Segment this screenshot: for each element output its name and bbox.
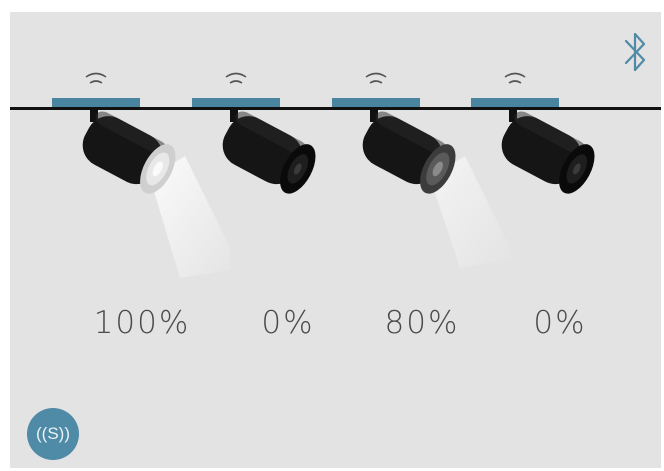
track-adapter-1 bbox=[52, 98, 140, 107]
track-rail bbox=[10, 107, 661, 110]
light-beam bbox=[430, 156, 510, 268]
light-4-level: 0% bbox=[533, 305, 587, 341]
wifi-signal-icon bbox=[504, 72, 526, 84]
control-panel bbox=[10, 12, 661, 468]
track-adapter-4 bbox=[471, 98, 559, 107]
track-light-3[interactable] bbox=[350, 108, 510, 278]
light-1-level: 100% bbox=[93, 305, 191, 341]
scene-s-icon: ((S)) bbox=[36, 424, 70, 443]
light-beam bbox=[150, 156, 230, 278]
track-adapter-3 bbox=[332, 98, 420, 107]
wifi-signal-icon bbox=[85, 72, 107, 84]
bluetooth-icon[interactable] bbox=[620, 28, 650, 78]
light-2-level: 0% bbox=[261, 305, 315, 341]
track-light-4[interactable] bbox=[489, 108, 649, 278]
track-light-2[interactable] bbox=[210, 108, 370, 278]
track-adapter-2 bbox=[192, 98, 280, 107]
scene-button[interactable]: ((S)) bbox=[27, 408, 79, 460]
wifi-signal-icon bbox=[225, 72, 247, 84]
wifi-signal-icon bbox=[365, 72, 387, 84]
light-3-level: 80% bbox=[384, 305, 460, 341]
track-light-1[interactable] bbox=[70, 108, 230, 278]
